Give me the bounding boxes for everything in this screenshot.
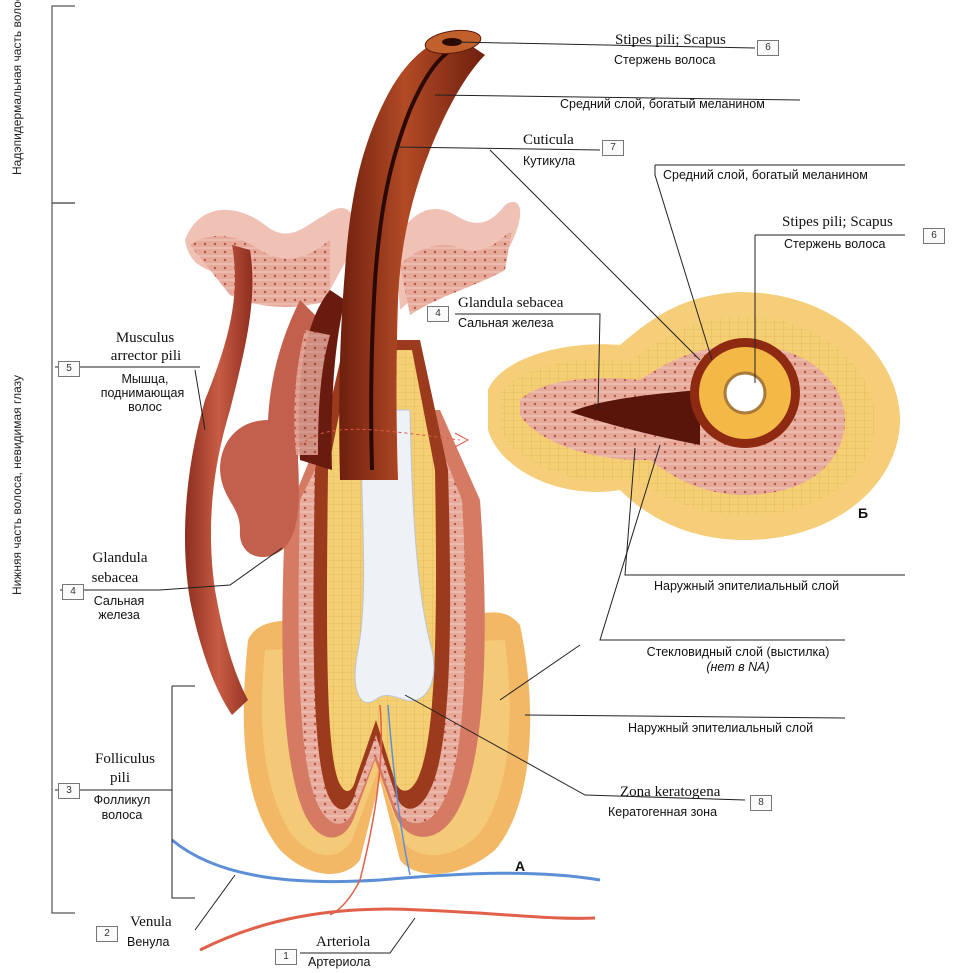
folliculus-latin-1: Folliculus (80, 751, 170, 768)
glandula-a-number: 4 (62, 584, 84, 600)
stipes-b-russian: Стержень волоса (784, 237, 885, 251)
side-label-upper-text: Надэпидермальная часть волоса (10, 0, 24, 175)
folliculus-russian-1: Фолликул (82, 793, 162, 807)
arteriola-latin: Arteriola (316, 934, 370, 951)
glandula-b-latin: Glandula sebacea (458, 295, 563, 312)
folliculus-russian-2: волоса (82, 808, 162, 822)
side-label-upper: Надэпидермальная часть волоса (10, 25, 24, 175)
folliculus-number: 3 (58, 783, 80, 799)
side-label-lower: Нижняя часть волоса, невидимая глазу (10, 395, 24, 595)
stipes-b-latin: Stipes pili; Scapus (782, 214, 893, 231)
glassy-layer-1: Стекловидный слой (выстилка) (628, 645, 848, 659)
cuticula-number: 7 (602, 140, 624, 156)
musculus-russian-1: Мышца, (95, 372, 195, 386)
panel-letter-b: Б (858, 505, 868, 521)
stipes-a-number: 6 (757, 40, 779, 56)
glandula-a-latin-1: Glandula (80, 550, 160, 567)
zona-number: 8 (750, 795, 772, 811)
musculus-russian-2: поднимающая (85, 386, 200, 400)
stipes-a-russian: Стержень волоса (614, 53, 715, 67)
stipes-a-latin: Stipes pili; Scapus (615, 32, 726, 49)
middle-layer-b: Средний слой, богатый меланином (663, 168, 868, 182)
arteriola-number: 1 (275, 949, 297, 965)
venule (172, 840, 600, 882)
glandula-b-number: 4 (427, 306, 449, 322)
zona-latin: Zona keratogena (620, 784, 720, 801)
zona-russian: Кератогенная зона (608, 805, 717, 819)
musculus-number: 5 (58, 361, 80, 377)
venula-number: 2 (96, 926, 118, 942)
venula-russian: Венула (127, 935, 169, 949)
middle-layer-a: Средний слой, богатый меланином (560, 97, 765, 111)
outer-epithelial-b: Наружный эпителиальный слой (654, 579, 839, 593)
stipes-b-number: 6 (923, 228, 945, 244)
arteriola-russian: Артериола (308, 955, 370, 969)
outer-epithelial-a: Наружный эпителиальный слой (628, 721, 813, 735)
side-label-lower-text: Нижняя часть волоса, невидимая глазу (10, 375, 24, 595)
venula-latin: Venula (130, 914, 172, 931)
glandula-a-russian-1: Сальная (84, 594, 154, 608)
arteriole (200, 909, 595, 950)
musculus-russian-3: волос (95, 400, 195, 414)
musculus-latin-2: arrector pili (92, 348, 200, 365)
folliculus-latin-2: pili (80, 770, 160, 787)
glandula-a-latin-2: sebacea (80, 570, 150, 587)
musculus-latin-1: Musculus (100, 330, 190, 347)
cuticula-russian: Кутикула (523, 154, 575, 168)
glandula-a-russian-2: железа (84, 608, 154, 622)
cuticula-latin: Cuticula (523, 132, 574, 149)
side-brackets (52, 6, 75, 913)
glassy-layer-2: (нет в NA) (628, 660, 848, 674)
panel-letter-a: А (515, 858, 525, 874)
glandula-b-russian: Сальная железа (458, 316, 554, 330)
